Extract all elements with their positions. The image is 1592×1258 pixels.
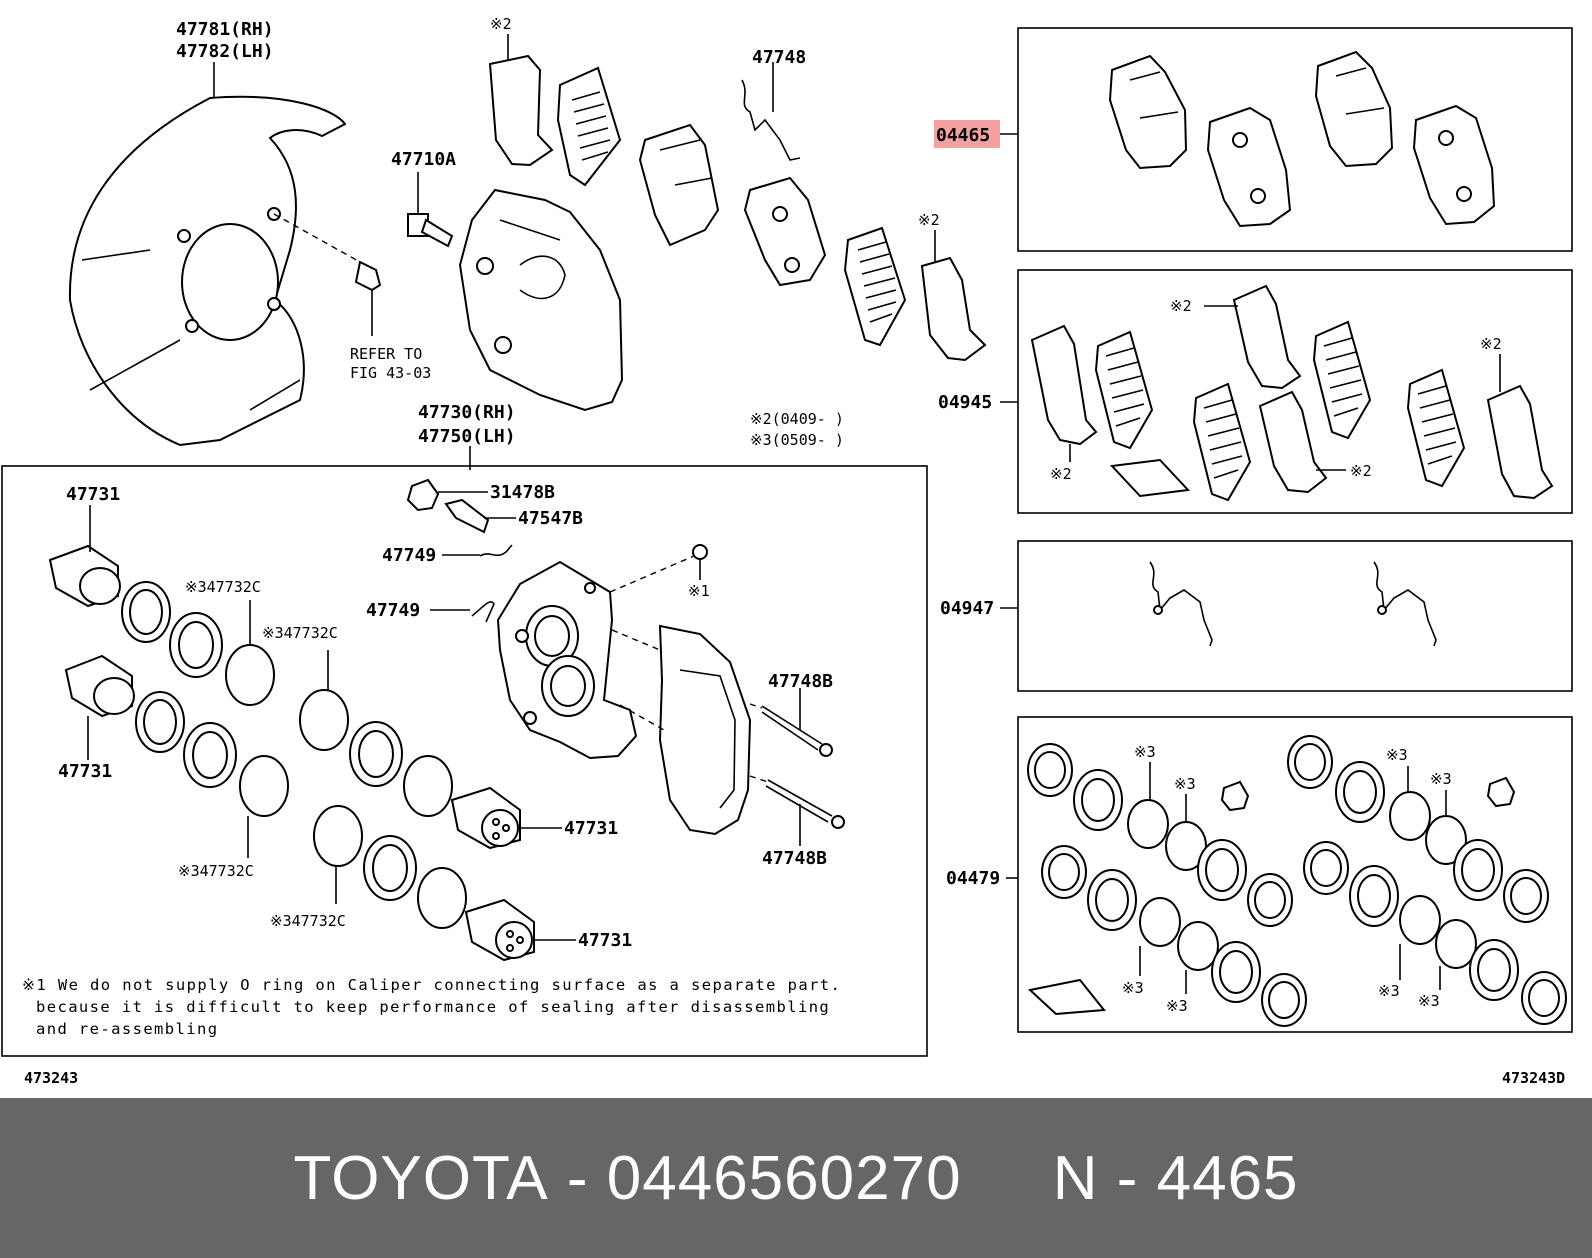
exploded-parts-diagram: 47781(RH) 47782(LH) REFER TO FIG 43-03 4… <box>1 15 1573 1087</box>
label-piston-c: 47731 <box>564 818 618 839</box>
piston-lower-left[interactable] <box>64 654 135 718</box>
label-refer-line2: FIG 43-03 <box>350 364 431 382</box>
disc-dust-cover[interactable] <box>68 95 347 447</box>
piston-lower-right[interactable] <box>464 898 535 962</box>
kit-04465-frame <box>1017 27 1573 252</box>
caliper-assembly-frame <box>1 465 928 1057</box>
label-piston-d: 47731 <box>578 930 632 951</box>
label-disc-lh: 47782(LH) <box>176 41 274 62</box>
reference-number: 4465 <box>1156 1143 1299 1213</box>
label-47749-b: 47749 <box>366 600 420 621</box>
label-note1-mark: ※1 <box>688 582 710 600</box>
brake-pad-shim-top[interactable] <box>488 54 554 167</box>
label-47749-a: 47749 <box>382 545 436 566</box>
label-date-note2: ※2(0409- ) <box>750 410 844 428</box>
pad-clip-lower[interactable] <box>471 601 495 623</box>
label-kit-note3-g: ※3 <box>1378 982 1400 1000</box>
label-piston-b: 47731 <box>58 761 112 782</box>
label-31478b: 31478B <box>490 482 555 503</box>
label-seal-d: ※347732C <box>270 912 346 930</box>
kit-04479-frame <box>1017 716 1573 1033</box>
label-seal-c: ※347732C <box>262 624 338 642</box>
anti-squeal-spring-top[interactable] <box>741 79 801 161</box>
spacer <box>962 1143 1053 1214</box>
kit-04465-pads[interactable] <box>1108 50 1496 228</box>
label-clip-47748: 47748 <box>752 47 806 68</box>
bleeder-plug[interactable] <box>444 498 490 534</box>
label-kit-04947[interactable]: 04947 <box>940 598 994 619</box>
label-kit-04465[interactable]: 04465 <box>936 125 990 146</box>
label-bolt-47710a: 47710A <box>391 149 456 170</box>
separator-2: - <box>1098 1143 1157 1213</box>
reference-prefix: N <box>1052 1143 1099 1213</box>
footnote-line2: because it is difficult to keep performa… <box>36 998 830 1016</box>
label-note2-top: ※2 <box>490 15 512 33</box>
label-note2-mid: ※2 <box>918 211 940 229</box>
label-47748b-b: 47748B <box>762 848 827 869</box>
label-kit-note2-c: ※2 <box>1050 465 1072 483</box>
caliper-o-ring[interactable] <box>692 544 708 560</box>
label-47748b-a: 47748B <box>768 671 833 692</box>
brake-pad-insulator-mid[interactable] <box>843 226 907 347</box>
label-kit-04479[interactable]: 04479 <box>946 868 1000 889</box>
label-kit-note3-e: ※3 <box>1386 746 1408 764</box>
label-kit-note3-b: ※3 <box>1174 775 1196 793</box>
piston-seal-set-middle[interactable] <box>299 689 467 929</box>
label-disc-rh: 47781(RH) <box>176 19 274 40</box>
cover-bolt[interactable] <box>354 260 382 336</box>
label-kit-note3-a: ※3 <box>1134 743 1156 761</box>
diagram-code-right: 473243D <box>1502 1069 1565 1087</box>
brake-pad-mid[interactable] <box>743 176 827 287</box>
kit-04479-seals[interactable] <box>1027 735 1567 1027</box>
label-seal-a: ※347732C <box>185 578 261 596</box>
part-number-banner: TOYOTA - 0446560270 N - 4465 <box>0 1098 1592 1258</box>
kit-04945-shims[interactable] <box>1030 284 1554 502</box>
label-kit-note2-b: ※2 <box>1480 335 1502 353</box>
label-kit-note3-f: ※3 <box>1430 770 1452 788</box>
brand-name: TOYOTA <box>293 1143 549 1213</box>
label-47547b: 47547B <box>518 508 583 529</box>
piston-seal-set-left[interactable] <box>121 581 289 817</box>
label-kit-04945[interactable]: 04945 <box>938 392 992 413</box>
piston-upper-right[interactable] <box>450 786 521 850</box>
label-kit-note3-h: ※3 <box>1418 992 1440 1010</box>
kit-04465-highlight <box>934 120 1000 148</box>
label-kit-note2-a: ※2 <box>1170 297 1192 315</box>
label-kit-note3-d: ※3 <box>1166 997 1188 1015</box>
label-caliper-rh: 47730(RH) <box>418 402 516 423</box>
pad-clip-upper[interactable] <box>479 544 513 557</box>
label-refer-line1: REFER TO <box>350 345 422 363</box>
kit-04945-frame <box>1017 269 1573 514</box>
label-kit-note2-d: ※2 <box>1350 462 1372 480</box>
bleeder-plug-cap[interactable] <box>406 478 440 512</box>
label-piston-a: 47731 <box>66 484 120 505</box>
footnote-line3: and re-assembling <box>36 1020 218 1038</box>
kit-04947-frame <box>1017 540 1573 692</box>
footnote-line1: ※1 We do not supply O ring on Caliper co… <box>22 976 841 994</box>
part-number-caption: TOYOTA - 0446560270 N - 4465 <box>0 1098 1592 1258</box>
caliper-upper-view[interactable] <box>458 188 624 412</box>
brake-pad-top[interactable] <box>638 123 720 247</box>
caliper-mount-bolt[interactable] <box>407 213 454 248</box>
label-kit-note3-c: ※3 <box>1122 979 1144 997</box>
label-seal-b: ※347732C <box>178 862 254 880</box>
kit-04947-springs[interactable] <box>1149 561 1437 647</box>
piston-upper-left[interactable] <box>48 544 121 608</box>
caliper-pin-upper[interactable] <box>761 705 833 757</box>
part-number: 0446560270 <box>606 1143 962 1213</box>
brake-pad-shim-mid[interactable] <box>920 256 987 362</box>
brake-pad-insulator-top[interactable] <box>556 66 622 187</box>
label-caliper-lh: 47750(LH) <box>418 426 516 447</box>
caliper-body-outer[interactable] <box>658 624 752 836</box>
separator-1: - <box>548 1143 607 1213</box>
diagram-code-left: 473243 <box>24 1069 78 1087</box>
caliper-pin-lower[interactable] <box>765 779 845 829</box>
label-date-note3: ※3(0509- ) <box>750 431 844 449</box>
caliper-body-inner[interactable] <box>496 560 638 760</box>
